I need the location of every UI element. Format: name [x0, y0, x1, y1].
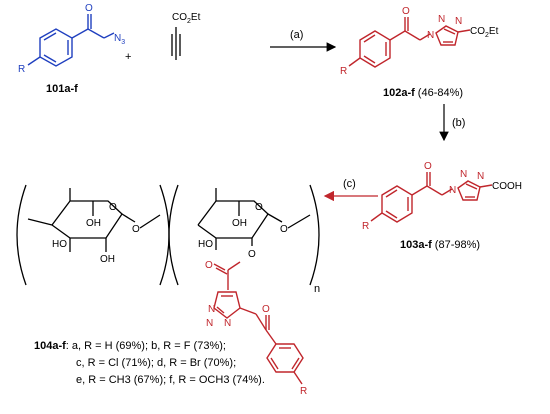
ester-group-label: CO2Et: [172, 12, 201, 25]
legend-line-2: c, R = Cl (71%); d, R = Br (70%);: [76, 357, 236, 369]
polymer-104: [16, 184, 320, 286]
compound-102: [348, 17, 471, 68]
plus-sign: +: [125, 51, 131, 63]
n1-102: N: [427, 30, 434, 41]
r-103: R: [362, 221, 369, 232]
pendant-104: [213, 261, 304, 385]
r-104: R: [300, 386, 307, 397]
label-101: 101a-f: [46, 83, 78, 95]
ring-o-right: O: [255, 202, 263, 213]
n2-104: N: [206, 318, 213, 329]
compound-103: [370, 172, 493, 223]
n1-103: N: [449, 185, 456, 196]
oh-left-1: OH: [86, 218, 101, 229]
n2-103: N: [460, 169, 467, 180]
glycosidic-o-right: O: [280, 224, 288, 235]
glycosidic-o-left: O: [132, 224, 140, 235]
ester-102: CO2Et: [470, 26, 499, 39]
carbonyl-o-104: O: [205, 260, 213, 271]
ketone-o-104: O: [262, 304, 270, 315]
legend-line-3: e, R = CH3 (67%); f, R = OCH3 (74%).: [76, 374, 265, 386]
legend-line-1: 104a-f: a, R = H (69%); b, R = F (73%);: [34, 340, 226, 352]
label-103: 103a-f(87-98%): [400, 239, 480, 251]
n1-104: N: [208, 304, 215, 315]
oh-left-2: OH: [100, 254, 115, 265]
step-b-label: (b): [452, 117, 465, 129]
repeat-n: n: [314, 283, 320, 295]
o-101: O: [85, 3, 93, 14]
o-102: O: [402, 6, 410, 17]
ester-o-104: O: [248, 249, 256, 260]
label-102: 102a-f(46-84%): [383, 87, 463, 99]
ring-o-left: O: [109, 202, 117, 213]
n3-103: N: [477, 171, 484, 182]
n2-102: N: [438, 14, 445, 25]
oh-right: OH: [232, 218, 247, 229]
cooh-103: COOH: [492, 181, 522, 192]
compound-101: [27, 14, 115, 67]
n3-104: N: [224, 318, 231, 329]
compound-propiolate: [171, 27, 181, 60]
step-a-label: (a): [290, 29, 303, 41]
r-101: R: [18, 64, 25, 75]
azide-group: N3: [114, 33, 125, 46]
n3-102: N: [455, 16, 462, 27]
r-102: R: [340, 66, 347, 77]
ho-left: HO: [52, 239, 67, 250]
o-103: O: [424, 161, 432, 172]
step-c-label: (c): [343, 178, 356, 190]
ho-right: HO: [198, 239, 213, 250]
